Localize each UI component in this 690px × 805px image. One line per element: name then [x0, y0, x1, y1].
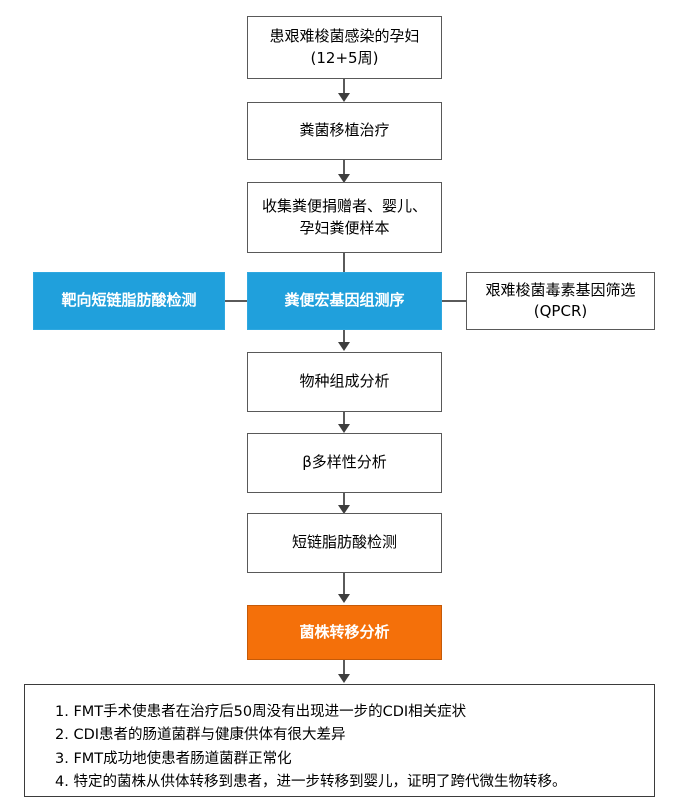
node-species-composition[interactable]: 物种组成分析 [247, 352, 442, 412]
connector-strain-to-conclusions [343, 660, 345, 676]
node-toxin-qpcr-label: 艰难梭菌毒素基因筛选 (QPCR) [485, 280, 636, 320]
connector-metagenomics-to-qpcr [442, 300, 466, 302]
node-species-composition-label: 物种组成分析 [299, 372, 390, 391]
node-beta-diversity-label: β多样性分析 [302, 453, 387, 472]
node-sample-collection-label: 收集粪便捐赠者、婴儿、 孕妇粪便样本 [261, 197, 427, 237]
connector-fmt-to-samples [343, 160, 345, 176]
node-strain-transfer[interactable]: 菌株转移分析 [247, 605, 442, 660]
connector-patient-to-fmt [343, 79, 345, 95]
node-fmt-treatment[interactable]: 粪菌移植治疗 [247, 102, 442, 160]
node-sample-collection[interactable]: 收集粪便捐赠者、婴儿、 孕妇粪便样本 [247, 182, 442, 253]
node-patient[interactable]: 患艰难梭菌感染的孕妇 (12+5周) [247, 16, 442, 79]
arrowhead-strain-to-conclusions [338, 674, 350, 683]
conclusion-item: 4. 特定的菌株从供体转移到患者，进一步转移到婴儿，证明了跨代微生物转移。 [55, 774, 567, 791]
node-conclusions[interactable]: 1. FMT手术使患者在治疗后50周没有出现进一步的CDI相关症状 2. CDI… [24, 684, 655, 797]
arrowhead-fmt-to-samples [338, 174, 350, 183]
node-toxin-qpcr[interactable]: 艰难梭菌毒素基因筛选 (QPCR) [466, 272, 655, 330]
node-fmt-treatment-label: 粪菌移植治疗 [299, 121, 390, 140]
arrowhead-beta-to-scfa [338, 505, 350, 514]
connector-scfa-to-strain [343, 573, 345, 595]
node-scfa-detection[interactable]: 短链脂肪酸检测 [247, 513, 442, 573]
node-scfa-detection-label: 短链脂肪酸检测 [291, 533, 397, 552]
conclusion-item: 1. FMT手术使患者在治疗后50周没有出现进一步的CDI相关症状 [55, 704, 467, 720]
node-beta-diversity[interactable]: β多样性分析 [247, 433, 442, 493]
arrowhead-scfa-to-strain [338, 594, 350, 603]
node-scfa-targeted-label: 靶向短链脂肪酸检测 [61, 291, 197, 310]
arrowhead-species-to-beta [338, 424, 350, 433]
node-scfa-targeted[interactable]: 靶向短链脂肪酸检测 [33, 272, 225, 330]
arrowhead-metagenomics-to-species [338, 342, 350, 351]
connector-beta-to-scfa [343, 493, 345, 506]
node-patient-label: 患艰难梭菌感染的孕妇 (12+5周) [269, 27, 420, 67]
connector-metagenomics-to-species [343, 330, 345, 343]
node-strain-transfer-label: 菌株转移分析 [299, 622, 390, 641]
node-metagenomics[interactable]: 粪便宏基因组测序 [247, 272, 442, 330]
connector-scfa-to-metagenomics [225, 300, 248, 302]
conclusion-item: 3. FMT成功地使患者肠道菌群正常化 [55, 750, 292, 767]
connector-samples-to-metagenomics [343, 253, 345, 272]
arrowhead-patient-to-fmt [338, 93, 350, 102]
conclusion-item: 2. CDI患者的肠道菌群与健康供体有很大差异 [55, 727, 346, 744]
connector-species-to-beta [343, 412, 345, 425]
node-metagenomics-label: 粪便宏基因组测序 [284, 291, 405, 310]
